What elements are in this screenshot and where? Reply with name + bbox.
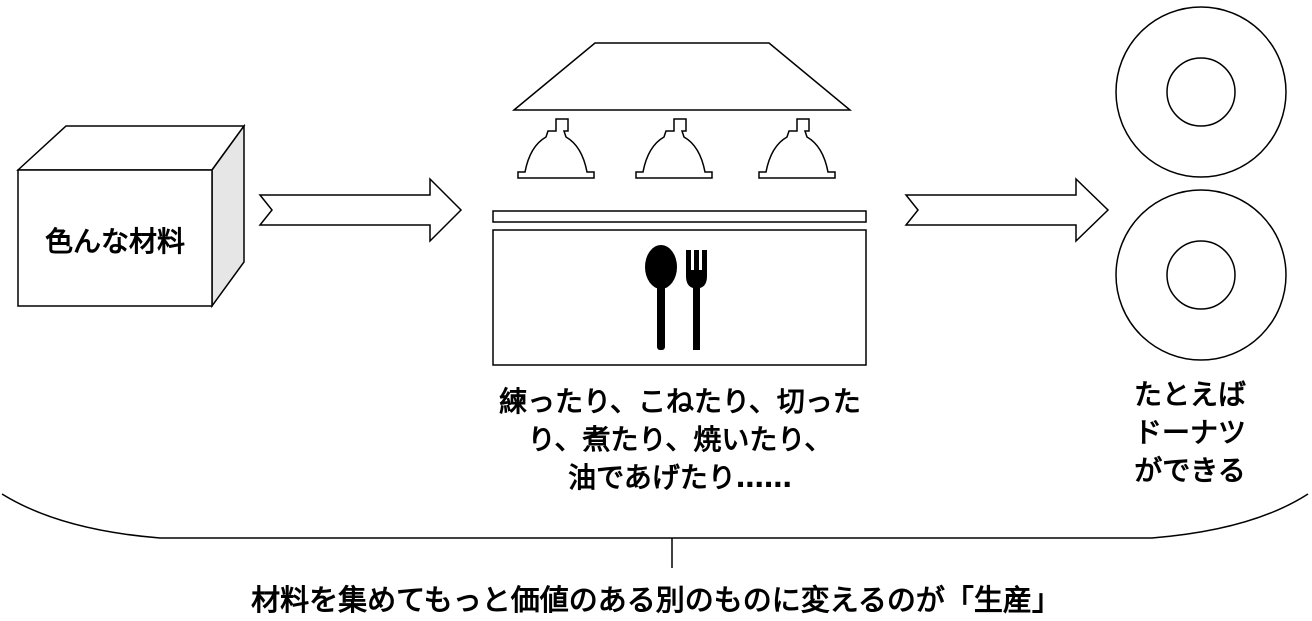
process-caption-line: 油であげたり…… — [568, 461, 792, 494]
arrow-to-result — [904, 177, 1110, 243]
kitchen-machine — [492, 42, 867, 366]
donut-top — [1115, 6, 1287, 178]
process-caption: 練ったり、こねたり、切った り、煮たり、焼いたり、 油であげたり…… — [440, 383, 920, 497]
fork-icon — [686, 250, 707, 350]
spoon-icon — [645, 245, 677, 350]
arrow-to-process — [258, 177, 463, 243]
materials-box — [16, 123, 246, 309]
result-caption-line: たとえば — [1133, 378, 1246, 411]
summary-bracket — [1, 493, 1309, 539]
result-caption-line: ができる — [1134, 454, 1246, 487]
summary-text: 材料を集めてもっと価値のある別のものに変えるのが「生産」 — [251, 583, 1061, 617]
process-caption-line: り、煮たり、焼いたり、 — [527, 423, 833, 456]
machine-hood — [511, 42, 853, 111]
materials-label: 色んな材料 — [44, 225, 185, 258]
donut-bottom — [1115, 189, 1287, 361]
result-caption: たとえば ドーナツ ができる — [1120, 376, 1260, 490]
conveyor-belt — [492, 210, 867, 223]
process-caption-line: 練ったり、こねたり、切った — [499, 385, 861, 418]
machine-body — [492, 229, 867, 366]
machine-nozzles — [517, 118, 836, 179]
result-caption-line: ドーナツ — [1133, 416, 1246, 449]
